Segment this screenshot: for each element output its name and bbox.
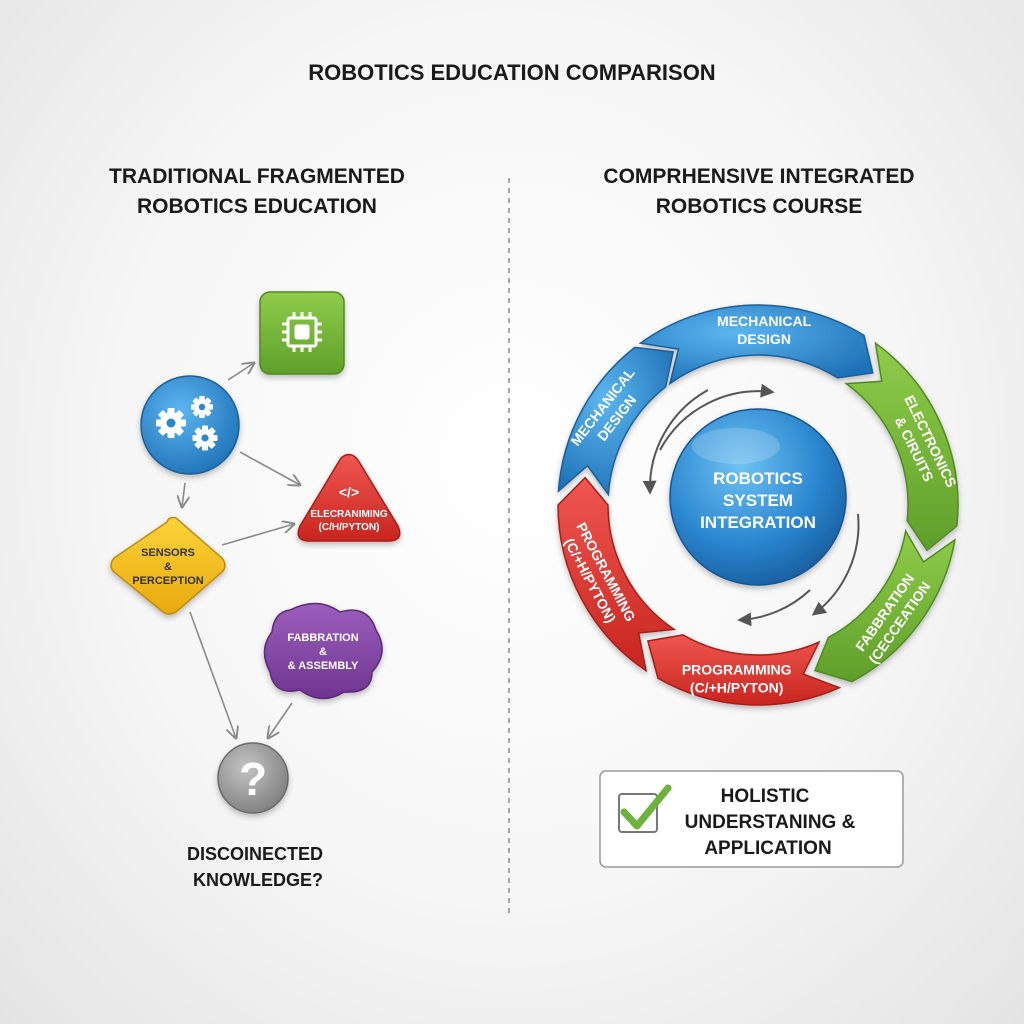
result-box: HOLISTIC UNDERSTANING & APPLICATION (599, 770, 904, 868)
fabrication-node: FABBRATION & & ASSEMBLY (263, 602, 383, 700)
programming-node-triangle (297, 453, 401, 542)
fabrication-node-line3: & ASSEMBLY (288, 660, 359, 672)
sensors-node-line3: PERCEPTION (132, 575, 204, 587)
cycle-arrow-lower (737, 589, 811, 627)
center-line1: ROBOTICS (713, 469, 803, 488)
programming-node: </> ELECRANIMING (C/H/PYTON) (297, 453, 401, 542)
result-line2: UNDERSTANING & (685, 812, 856, 833)
ring-segment-shape (844, 341, 959, 552)
ring-segment-bottom: PROGRAMMING (C/+H/PYTON) (646, 634, 842, 706)
main-title: ROBOTICS EDUCATION COMPARISON (308, 60, 715, 85)
result-line1: HOLISTIC (721, 786, 810, 807)
fabrication-node-line2: & (319, 646, 327, 658)
sensors-node: SENSORS & PERCEPTION (110, 516, 226, 615)
gears-icon (156, 396, 218, 451)
fabrication-node-blob (263, 602, 383, 700)
ring-segment-label-line2: DESIGN (737, 331, 791, 347)
arrow-gears-to-chip (227, 363, 254, 381)
right-heading: COMPRHENSIVE INTEGRATED ROBOTICS COURSE (603, 165, 914, 218)
ring-segment-label-line2: (C/+H/PYTON) (690, 680, 783, 696)
code-icon: </> (339, 484, 359, 500)
question-node: ? (217, 742, 289, 814)
checkbox-icon (618, 793, 658, 833)
programming-node-line2: (C/H/PYTON) (319, 522, 380, 533)
ring-segment-shape (557, 346, 675, 497)
result-box-frame (599, 770, 904, 868)
cycle-arrow-right (811, 513, 860, 616)
question-icon: ? (239, 753, 267, 805)
gears-node (140, 375, 240, 475)
ring-segment-top: MECHANICAL DESIGN (638, 304, 874, 386)
ring-segment-shape (646, 634, 842, 706)
ring-segment-label-line1: PROGRAMMING (682, 662, 792, 678)
programming-node-line1: ELECRANIMING (310, 509, 387, 520)
left-footer-line2: KNOWLEDGE? (193, 870, 323, 890)
left-heading: TRADITIONAL FRAGMENTED ROBOTICS EDUCATIO… (109, 165, 405, 218)
chip-icon (282, 312, 322, 352)
cycle-arrow-upper (659, 383, 775, 451)
sensors-node-line1: SENSORS (141, 547, 195, 559)
result-line3: APPLICATION (704, 838, 831, 859)
chip-node (259, 291, 345, 375)
center-line3: INTEGRATION (700, 513, 816, 532)
center-node: ROBOTICS SYSTEM INTEGRATION (669, 408, 847, 586)
arrow-sensors-to-programming (221, 524, 294, 546)
sensors-node-line2: & (164, 561, 172, 573)
left-heading-line1: TRADITIONAL FRAGMENTED (109, 165, 405, 188)
question-node-circle (217, 742, 289, 814)
arrow-fabrication-to-question (268, 702, 293, 738)
right-heading-line1: COMPRHENSIVE INTEGRATED (603, 165, 914, 188)
ring-segment-lower-right: FABBRATION(CECCEATION (813, 528, 957, 683)
left-heading-line2: ROBOTICS EDUCATION (137, 195, 377, 218)
sensors-node-diamond (110, 516, 226, 615)
right-heading-line2: ROBOTICS COURSE (656, 195, 863, 218)
center-line2: SYSTEM (723, 491, 793, 510)
checkmark-icon (620, 784, 672, 830)
left-arrows (182, 363, 300, 738)
ring-segment-shape (638, 304, 874, 386)
gears-node-circle (140, 375, 240, 475)
cycle-arrows (642, 383, 860, 627)
fabrication-node-line1: FABBRATION (287, 632, 358, 644)
left-footer-line1: DISCOINECTED (187, 844, 323, 864)
arrow-sensors-to-question (189, 611, 236, 738)
cycle-arrow-left (642, 389, 709, 495)
ring-segment-label-line1: MECHANICAL (717, 313, 812, 329)
ring-segment-shape (813, 528, 957, 683)
ring-segment-shape (557, 476, 677, 673)
arrow-gears-to-programming (239, 451, 300, 485)
arrow-gears-to-sensors (182, 482, 185, 507)
